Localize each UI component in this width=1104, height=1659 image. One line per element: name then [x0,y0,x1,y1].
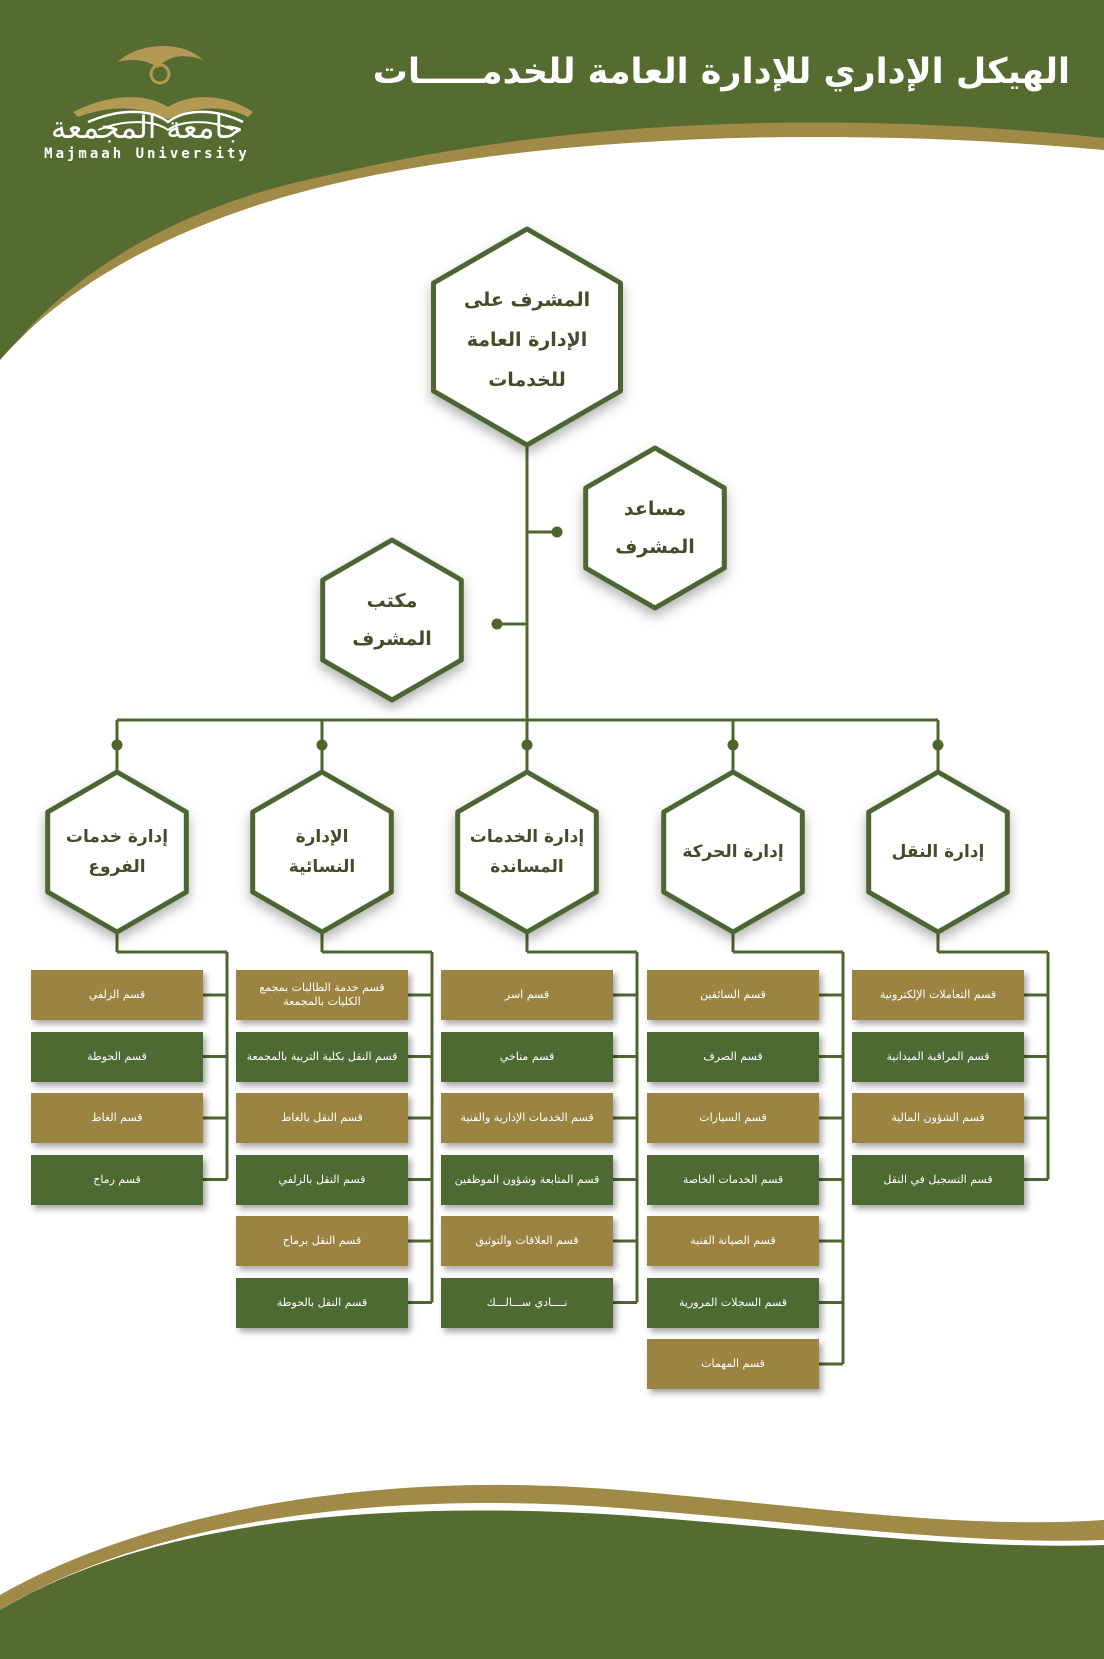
section-box: قسم المراقبة الميدانية [852,1031,1024,1082]
hexagon-nodes [45,226,1010,935]
department-title: الإدارة النسائية [288,827,356,877]
section-box: قسم المهمات [647,1339,819,1389]
department-title: إدارة النقل [891,842,985,862]
section-box: قسم السجلات المرورية [647,1277,819,1328]
connector-lines [111,440,1050,1366]
section-box: قسم السائقين [647,970,819,1020]
section-box: قسم اسر [441,970,613,1020]
section-box: نــــادي ســـالـــك [441,1277,613,1328]
footer-gold-swoosh [0,1484,1104,1610]
connector-dot [111,739,123,751]
section-box: قسم الصرف [647,1031,819,1082]
hex-department [661,769,805,935]
section-box: قسم التعاملات الإلكترونية [852,970,1024,1020]
section-box: قسم النقل برماح [236,1216,408,1266]
hex-department [45,769,189,935]
node-assistant: مساعد المشرف [615,498,695,558]
section-box: قسم الخدمات الخاصة [647,1154,819,1205]
section-box: قسم الغاط [31,1093,203,1143]
connector-dot [727,739,739,751]
hex-supervisor [431,226,623,448]
university-logo-icon [73,45,253,132]
footer-band [0,1510,1104,1659]
section-box: قسم المتابعة وشؤون الموظفين [441,1154,613,1205]
section-box: قسم خدمة الطالبات بمجمع الكليات بالمجمعة [236,970,408,1020]
header-band [0,0,1104,360]
department-title: إدارة الخدمات المساندة [469,827,585,877]
connector-dot [551,526,563,538]
connector-dot [316,739,328,751]
hex-assistant [583,445,727,611]
hex-office [320,537,464,703]
section-box: قسم مناخي [441,1031,613,1082]
section-box: قسم النقل بالزلفي [236,1154,408,1205]
section-box: قسم الزلفي [31,970,203,1020]
hex-department [866,769,1010,935]
section-box: قسم النقل بكلية التربية بالمجمعة [236,1031,408,1082]
section-box: قسم العلاقات والتوثيق [441,1216,613,1266]
section-box: قسم التسجيل في النقل [852,1154,1024,1205]
section-box: قسم الخدمات الإدارية والفنية [441,1093,613,1143]
node-supervisor: المشرف على الإدارة العامة للخدمات [463,289,591,391]
section-box: قسم النقل بالحوطة [236,1277,408,1328]
section-box: قسم رماح [31,1154,203,1205]
hex-department [455,769,599,935]
connector-dot [521,739,533,751]
department-title: إدارة الحركة [682,842,784,862]
connector-dot [491,618,503,630]
section-box: قسم النقل بالغاط [236,1093,408,1143]
logo-arabic-text: جامعة المجمعة [50,110,244,146]
section-box: قسم الشؤون المالية [852,1093,1024,1143]
page-title: الهيكل الإداري للإدارة العامة للخدمـــــ… [372,52,1070,92]
section-box: قسم الصيانة الفنية [647,1216,819,1266]
hex-department [250,769,394,935]
logo-english-text: Majmaah University [44,146,250,162]
section-box: قسم السيارات [647,1093,819,1143]
section-box: قسم الحوطة [31,1031,203,1082]
node-office: مكتب المشرف [352,590,432,650]
department-title: إدارة خدمات الفروع [65,827,169,877]
connector-dot [932,739,944,751]
